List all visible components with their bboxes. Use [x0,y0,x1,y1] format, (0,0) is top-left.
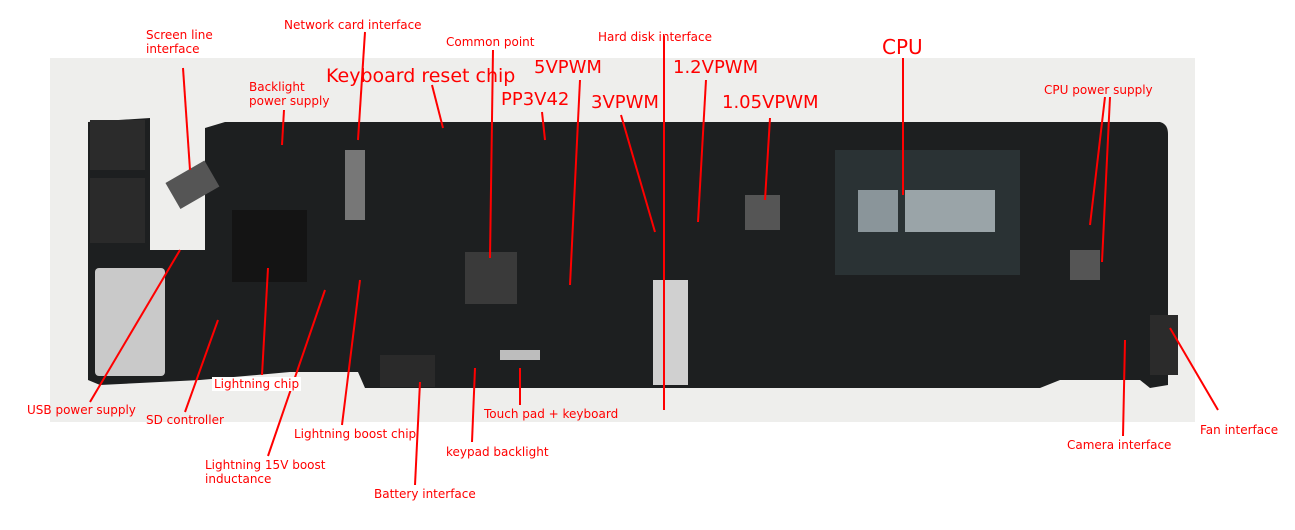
usb-port [90,178,145,243]
label-1-2vpwm: 1.2VPWM [673,57,759,78]
label-pp3v42: PP3V42 [501,89,570,110]
label-camera: Camera interface [1067,438,1172,452]
fan-connector [1150,315,1178,375]
label-network-card: Network card interface [284,18,422,32]
annotation-arrows [89,31,1219,486]
label-fan: Fan interface [1200,423,1279,437]
cpu-die-1 [858,190,898,232]
label-keyboard-reset: Keyboard reset chip [326,65,516,87]
label-keypad-backlight: keypad backlight [446,445,549,459]
label-hard-disk: Hard disk interface [598,30,713,44]
label-lightning-chip: Lightning chip [212,377,302,391]
label-cpu: CPU [882,35,923,59]
touchpad-connector [500,350,540,360]
label-lightning-boost: Lightning boost chip [294,427,417,441]
label-backlight-power: Backlight power supply [249,80,330,108]
label-lightning-inductance: Lightning 15V boost inductance [205,458,326,486]
label-battery: Battery interface [374,487,476,501]
inductor-105 [745,195,780,230]
label-touchpad-keyboard: Touch pad + keyboard [484,407,619,421]
label-cpu-power: CPU power supply [1044,83,1153,97]
sd-slot [95,268,165,376]
lightning-chip [232,210,307,282]
hard-disk-connector [653,280,688,385]
label-5vpwm: 5VPWM [534,57,602,78]
label-3vpwm: 3VPWM [591,92,659,113]
label-common-point: Common point [446,35,535,49]
cpu-power-inductor [1070,250,1100,280]
label-usb-power: USB power supply [27,403,136,417]
label-1-05vpwm: 1.05VPWM [722,92,819,113]
label-screen-line: Screen line interface [146,28,213,56]
battery-connector [380,355,435,387]
network-card-connector [345,150,365,220]
logic-board [88,118,1178,388]
common-point-inductor [465,252,517,304]
cpu-die-2 [905,190,995,232]
screen-connector [165,160,220,209]
usb-port-top [90,120,145,170]
label-sd-controller: SD controller [146,413,224,427]
